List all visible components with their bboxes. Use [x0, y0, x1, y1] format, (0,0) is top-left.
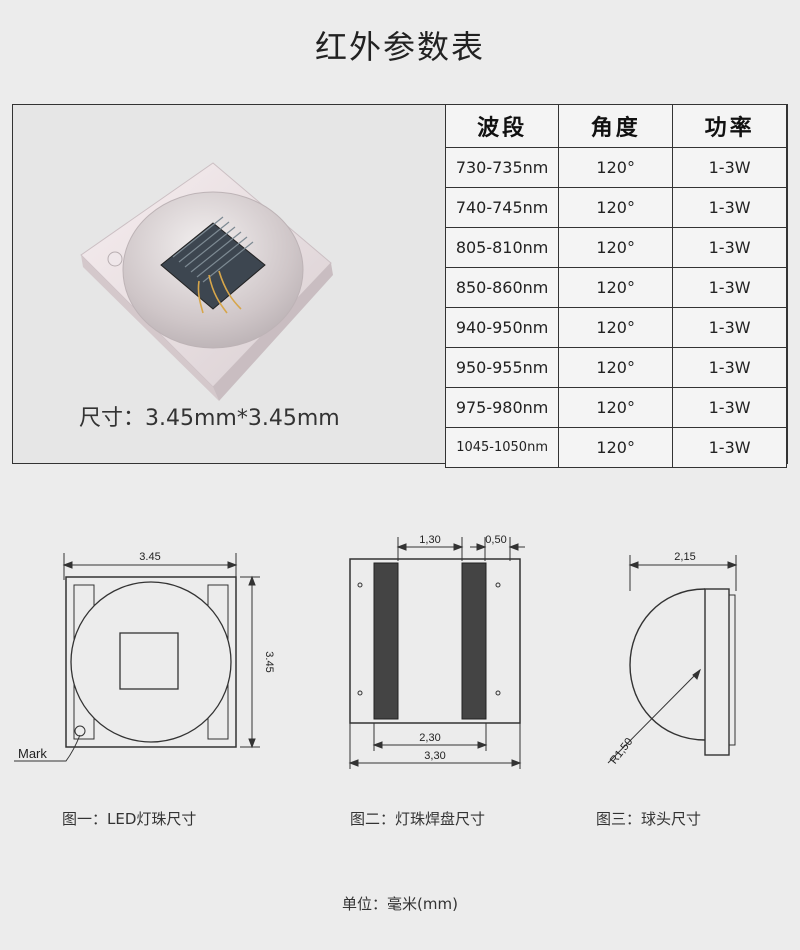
fig3-caption: 图三：球头尺寸 — [596, 810, 702, 828]
cell-power: 1-3W — [672, 187, 787, 228]
cell-angle: 120° — [558, 147, 674, 188]
size-label: 尺寸：3.45mm*3.45mm — [79, 406, 340, 431]
dome-side-view-drawing: 2,15 R1,50 — [607, 551, 738, 767]
figure-pad-dimensions: 1,30 0,50 2,30 3,30 — [330, 525, 550, 775]
cell-wavelength: 805-810nm — [444, 227, 560, 268]
cell-wavelength: 850-860nm — [444, 267, 560, 308]
unit-note: 单位：毫米(mm) — [342, 895, 458, 913]
header-power: 功率 — [672, 104, 787, 148]
fig1-mark-label: Mark — [18, 746, 47, 761]
cell-wavelength: 940-950nm — [444, 307, 560, 348]
cell-angle: 120° — [558, 227, 674, 268]
fig2-dim-top-b: 0,50 — [485, 534, 506, 546]
cell-power: 1-3W — [672, 227, 787, 268]
led-photo: 尺寸：3.45mm*3.45mm — [13, 105, 445, 463]
fig2-dim-bottom-b: 3,30 — [424, 750, 445, 762]
cell-power: 1-3W — [672, 347, 787, 388]
fig2-dim-top-a: 1,30 — [419, 534, 440, 546]
cell-angle: 120° — [558, 267, 674, 308]
cell-power: 1-3W — [672, 307, 787, 348]
page-title: 红外参数表 — [314, 28, 485, 66]
figure-dome-dimensions: 2,15 R1,50 — [600, 525, 790, 775]
cell-angle: 120° — [558, 187, 674, 228]
cell-angle: 120° — [558, 307, 674, 348]
header-wavelength: 波段 — [444, 104, 560, 148]
fig1-width-dim: 3.45 — [139, 551, 160, 563]
fig3-width-dim: 2,15 — [674, 551, 695, 563]
cell-wavelength: 730-735nm — [444, 147, 560, 188]
header-angle: 角度 — [558, 104, 674, 148]
cell-wavelength: 740-745nm — [444, 187, 560, 228]
fig1-caption: 图一：LED灯珠尺寸 — [62, 810, 197, 828]
cell-angle: 120° — [558, 387, 674, 428]
cell-angle: 120° — [558, 347, 674, 388]
fig2-caption: 图二：灯珠焊盘尺寸 — [350, 810, 486, 828]
figure-led-dimensions: 3.45 3.45 Mark — [14, 525, 284, 775]
fig3-radius-dim: R1,50 — [608, 736, 636, 767]
led-chip-illustration — [80, 162, 333, 401]
cell-wavelength: 1045-1050nm — [444, 427, 560, 468]
cell-angle: 120° — [558, 427, 674, 468]
cell-power: 1-3W — [672, 427, 787, 468]
cell-power: 1-3W — [672, 387, 787, 428]
cell-wavelength: 950-955nm — [444, 347, 560, 388]
fig1-height-dim: 3.45 — [263, 651, 275, 672]
led-top-view-drawing: 3.45 3.45 Mark — [14, 551, 275, 762]
cell-power: 1-3W — [672, 147, 787, 188]
cell-wavelength: 975-980nm — [444, 387, 560, 428]
pad-layout-drawing: 1,30 0,50 2,30 3,30 — [348, 534, 525, 769]
fig2-dim-bottom-a: 2,30 — [419, 732, 440, 744]
cell-power: 1-3W — [672, 267, 787, 308]
